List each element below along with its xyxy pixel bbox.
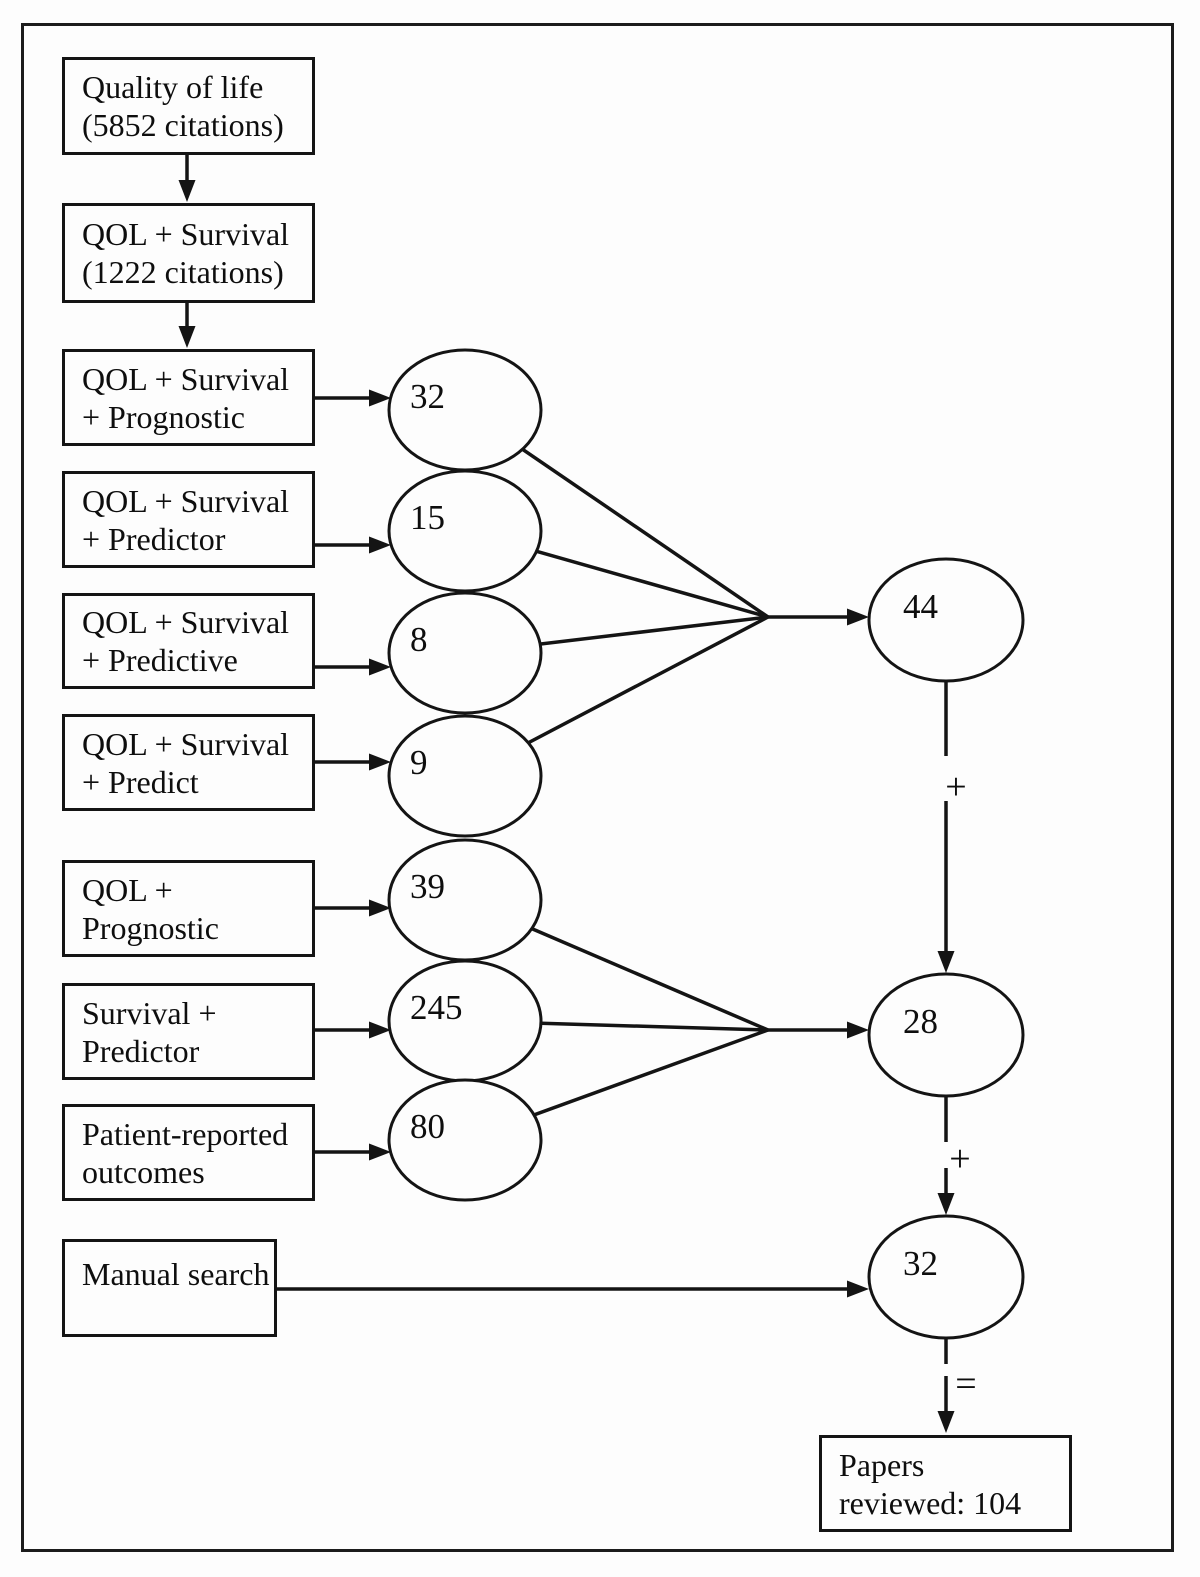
ellipse-count-15 (387, 469, 543, 593)
arrow-32-equals-result (937, 1339, 955, 1433)
box-text-line: + Prognostic (82, 398, 245, 435)
count-label-15: 15 (410, 498, 445, 537)
arrow-box-to-80 (314, 1143, 391, 1161)
arrow-box-to-8 (314, 658, 391, 676)
ellipse-count-80 (387, 1078, 543, 1202)
box-qol-survival-predictive: QOL + Survival + Predictive (62, 593, 315, 689)
search-count-ellipses (387, 348, 543, 1202)
box-text-line: QOL + Survival (82, 725, 290, 762)
plus-operator-top: + (945, 766, 967, 808)
arrow-qolsurvival-to-prognostic (178, 303, 196, 348)
box-text-line: Quality of life (82, 69, 264, 105)
arrow-merge-to-44 (768, 608, 869, 626)
box-text-line: QOL + Survival (82, 604, 290, 640)
ellipse-merge-28 (867, 972, 1025, 1098)
count-label-8: 8 (410, 620, 428, 659)
merge-label-32: 32 (903, 1244, 938, 1283)
box-qol-survival-prognostic: QOL + Survival + Prognostic (62, 349, 315, 446)
count-label-80: 80 (410, 1107, 445, 1146)
box-text-line: Manual search (82, 1256, 270, 1292)
box-text-line: QOL + Survival (82, 216, 290, 252)
box-text-line: Patient-reported (82, 1115, 289, 1152)
arrow-44-plus-28 (937, 682, 955, 973)
box-text-line: + Predict (82, 763, 199, 800)
merge-label-44: 44 (903, 587, 938, 626)
box-text-line: QOL + (82, 871, 173, 908)
box-text-line: Survival + (82, 994, 217, 1031)
box-manual-search: Manual search (62, 1239, 277, 1337)
arrow-merge-to-28 (768, 1021, 869, 1039)
box-survival-predictor: Survival + Predictor (62, 983, 315, 1080)
ellipse-count-9 (387, 714, 543, 838)
box-text-line: + Predictor (82, 520, 226, 557)
arrow-box-to-32 (314, 389, 391, 407)
fan-lines-upper (464, 408, 769, 778)
box-text-line: Prognostic (82, 909, 219, 946)
ellipse-merge-44 (867, 557, 1025, 683)
box-text-line: + Predictive (82, 642, 238, 678)
box-qol-survival: QOL + Survival (1222 citations) (62, 203, 315, 303)
count-label-9: 9 (410, 743, 428, 782)
count-label-32: 32 (410, 377, 445, 416)
arrow-box-to-39 (314, 899, 391, 917)
box-text-line: Papers (839, 1446, 925, 1483)
box-quality-of-life: Quality of life (5852 citations) (62, 57, 315, 155)
box-text-line: (5852 citations) (82, 107, 284, 143)
equals-operator: = (955, 1363, 977, 1405)
merge-ellipses (867, 557, 1025, 1340)
diagram-border (21, 23, 1174, 1552)
arrow-box-to-245 (314, 1021, 391, 1039)
box-text-line: Predictor (82, 1032, 200, 1069)
count-label-245: 245 (410, 988, 463, 1027)
box-papers-reviewed: Papers reviewed: 104 (819, 1435, 1072, 1532)
box-text-line: (1222 citations) (82, 254, 284, 290)
count-label-39: 39 (410, 867, 445, 906)
box-patient-reported-outcomes: Patient-reported outcomes (62, 1104, 315, 1201)
plus-operator-bottom: + (949, 1138, 971, 1180)
merge-label-28: 28 (903, 1002, 938, 1041)
box-qol-survival-predictor: QOL + Survival + Predictor (62, 471, 315, 568)
arrow-qol-to-qolsurvival (178, 155, 196, 202)
box-text-line: QOL + Survival (82, 482, 290, 519)
ellipse-merge-32 (867, 1214, 1025, 1340)
box-qol-survival-predict: QOL + Survival + Predict (62, 714, 315, 811)
ellipse-count-8 (387, 591, 543, 715)
box-text-line: QOL + Survival (82, 360, 290, 397)
arrow-manual-search-to-32 (277, 1280, 869, 1298)
box-qol-prognostic: QOL + Prognostic (62, 860, 315, 957)
arrow-28-plus-32 (937, 1097, 955, 1215)
box-text-line: reviewed: 104 (839, 1484, 1022, 1521)
box-text-line: outcomes (82, 1153, 205, 1190)
arrow-box-to-15 (314, 536, 391, 554)
arrow-box-to-9 (314, 753, 391, 771)
